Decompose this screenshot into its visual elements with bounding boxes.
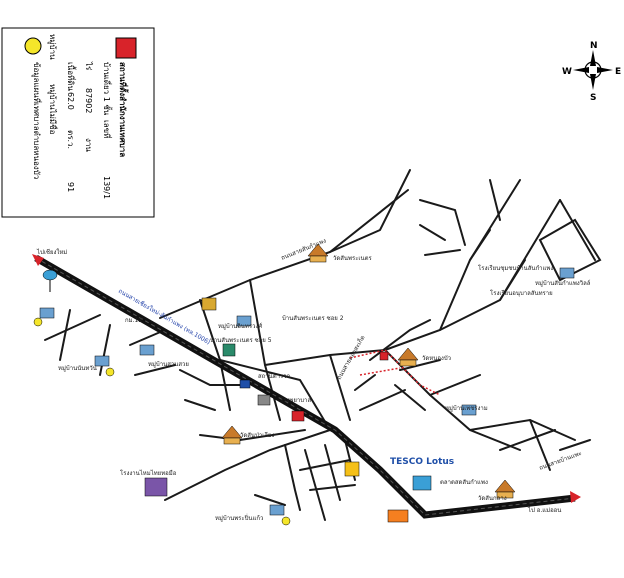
to-city-left-label: ไปเชียงใหม่ xyxy=(36,248,67,256)
village4-label: หมู่บ้านอินทรวงศ์ xyxy=(218,322,262,330)
village-icon xyxy=(269,504,291,526)
arrow-west-icon xyxy=(32,254,44,266)
soi2-label: บ้านสันพระเนตร ซอย 2 xyxy=(282,315,344,322)
temple-icon xyxy=(221,425,243,445)
soi5-label: บ้านสันพระเนตร ซอย 5 xyxy=(210,337,272,344)
factory-label: โรงงานไหมไทยทอมือ xyxy=(120,469,177,477)
factory-tower-icon xyxy=(144,477,168,497)
landmark-icons xyxy=(144,297,432,523)
school2-label: โรงเรียนอนุบาลสันทราย xyxy=(490,289,553,297)
office-marker xyxy=(379,351,389,361)
road-east-label: ถนนสายดอยสะเก็ด xyxy=(334,333,367,381)
km12-label: กม.12 xyxy=(125,317,142,324)
compass-icon: N S E W xyxy=(562,41,621,103)
village-icon xyxy=(33,307,55,327)
village-icon xyxy=(559,267,575,279)
esso-icon xyxy=(239,379,251,389)
legend-office-title: สถานที่ตั้งสำนักงานเทศบาล xyxy=(118,62,129,157)
legend-info-label: ข้อมูลแผนที่เทศบาลตำบลหนองบัว xyxy=(31,62,43,179)
office-route xyxy=(349,349,441,396)
village6-label: หมู่บ้านเพชรงาม xyxy=(445,405,488,412)
legend-address-value: 139/1 xyxy=(102,176,111,199)
village-legend-swatch xyxy=(24,37,42,55)
village3-label: หมู่บ้านสวนสวย xyxy=(148,361,189,368)
compass-e: E xyxy=(615,67,621,77)
legend-sqm-value: 91 xyxy=(66,182,75,192)
hospital-label: โรงพยาบาล xyxy=(280,396,311,404)
arrow-east-icon xyxy=(570,491,581,503)
gas-station-icon xyxy=(222,343,236,357)
compass-n: N xyxy=(590,41,598,51)
compass-s: S xyxy=(590,93,596,103)
market-icon xyxy=(412,475,432,491)
legend-sqm-label: ตร.ว. xyxy=(66,130,75,149)
village-icon xyxy=(236,315,252,327)
legend-village-value: หมู่บ้านไม่มีชื่อ xyxy=(47,84,59,135)
temple1-label: วัดสันพระเนตร xyxy=(333,255,372,262)
legend-address-label: เลขที่ xyxy=(102,120,113,138)
temple2-label: วัดสันป่าเลียง xyxy=(240,431,274,439)
legend-village-label: หมู่บ้าน xyxy=(47,34,57,60)
temple-icon xyxy=(397,347,419,367)
compass-w: W xyxy=(562,67,572,77)
to-city-right-label: ไป อ.แม่ออน xyxy=(527,506,561,514)
water-tower-icon xyxy=(42,269,58,292)
legend-office-building: บ้านเดี่ยว 1 ชั้น xyxy=(102,62,113,116)
school1-label: โรงเรียนชุมชนบ้านสันกำแพง xyxy=(478,264,553,272)
temple4-label: วัดสันกลาง xyxy=(478,495,507,502)
ptt-icon xyxy=(387,509,409,523)
temple-icon xyxy=(307,243,329,263)
legend-rai-value: 87902 xyxy=(84,88,93,113)
tesco-label: TESCO Lotus xyxy=(390,457,454,467)
office-legend-swatch xyxy=(115,37,137,59)
village5-label: หมู่บ้านสันกำแพงวิลล์ xyxy=(535,279,591,287)
legend-area-total-label: เนื้อที่ดิน xyxy=(66,62,77,91)
village-icon xyxy=(461,404,477,416)
factory-icon xyxy=(201,297,217,311)
hospital-icon xyxy=(291,410,305,422)
village1-label: หมู่บ้านพระปิ่นแก้ว xyxy=(215,514,263,522)
legend-rai-label: ไร่ xyxy=(84,61,93,71)
police-label: สถานีตำรวจ xyxy=(258,372,290,380)
temple3-label: วัดหนองบัว xyxy=(422,355,451,362)
village2-label: หมู่บ้านนันทวัน xyxy=(58,365,97,372)
shell-icon xyxy=(344,461,360,477)
temple-icon xyxy=(494,479,516,499)
highway xyxy=(32,254,581,519)
market-label: ตลาดสดสันกำแพง xyxy=(440,479,488,486)
legend-area-total-value: 62.0 xyxy=(66,92,75,110)
legend: สถานที่ตั้งสำนักงานเทศบาล บ้านเดี่ยว 1 ช… xyxy=(1,27,155,218)
road-network xyxy=(44,169,602,521)
bank-icon xyxy=(257,394,271,406)
village-icon xyxy=(94,355,115,377)
road-se-label: ถนนสายบ้านแพะ xyxy=(538,450,582,472)
village-icon xyxy=(139,344,155,356)
legend-ngan-label: งาน xyxy=(84,138,93,152)
